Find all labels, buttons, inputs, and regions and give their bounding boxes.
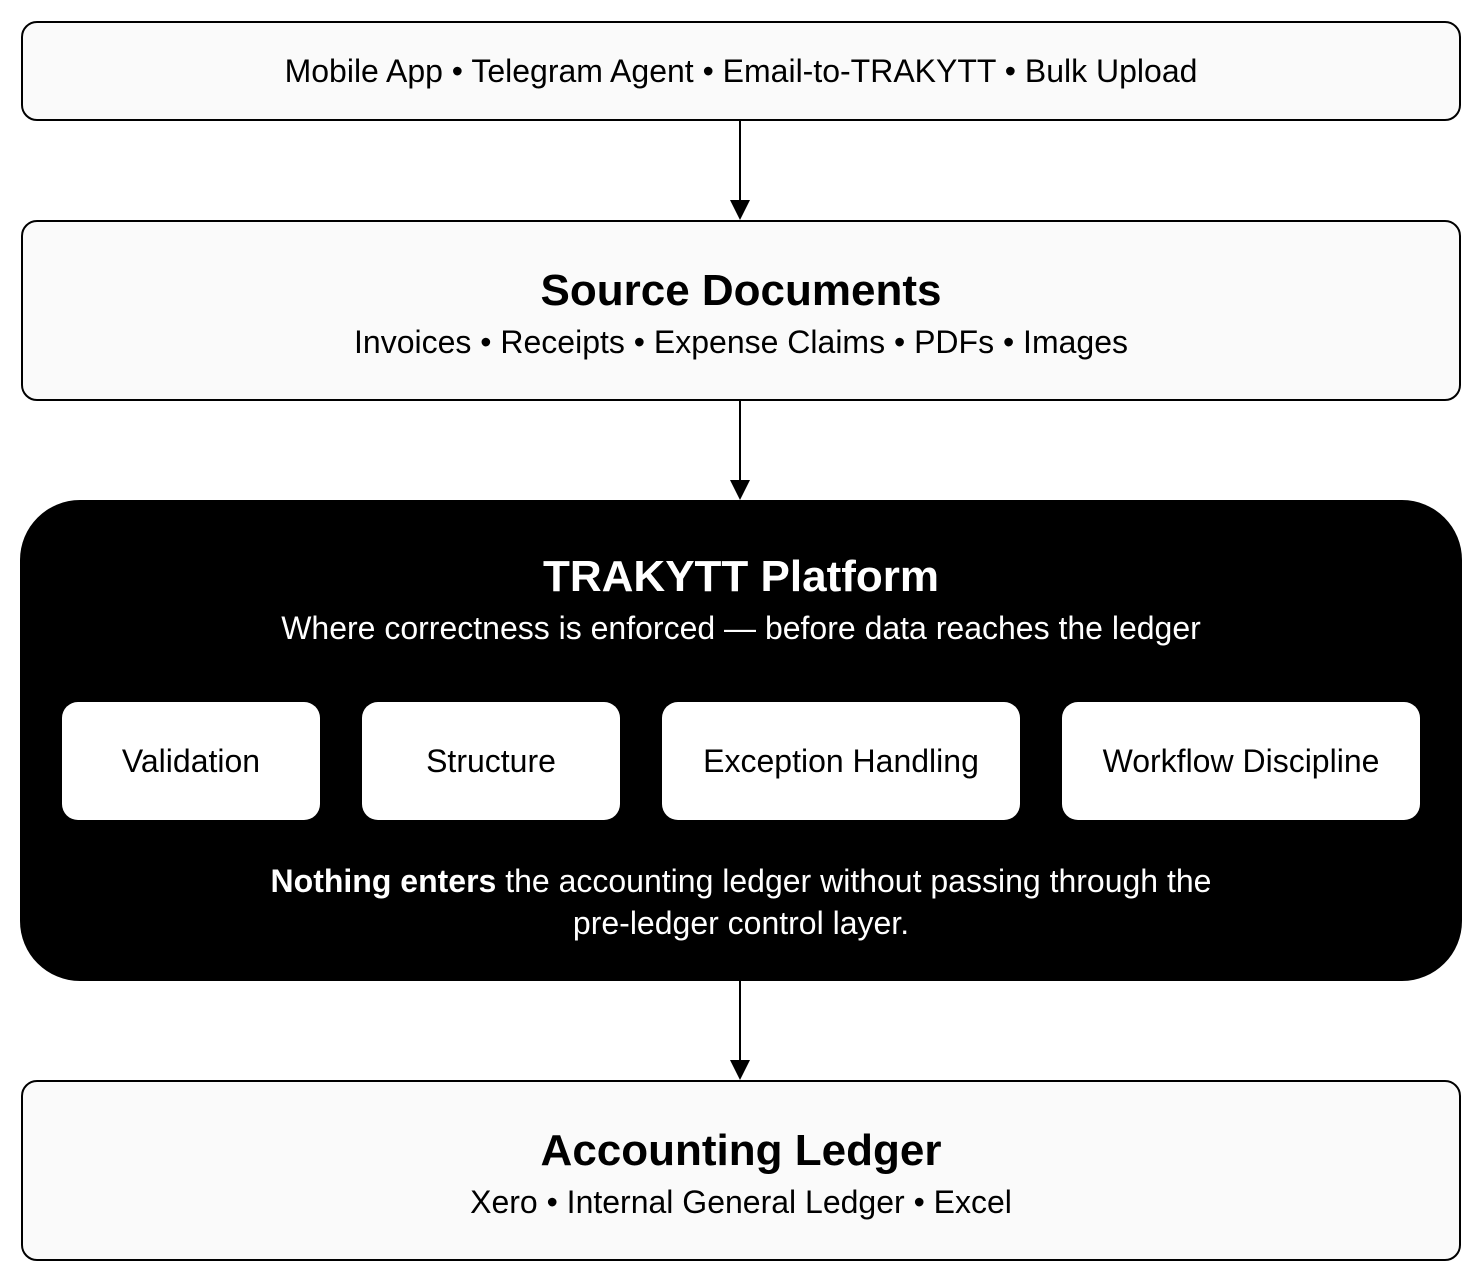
platform-subtitle: Where correctness is enforced — before d… — [281, 610, 1201, 646]
platform-footer: Nothing enters the accounting ledger wit… — [20, 860, 1462, 944]
chip-workflow-discipline: Workflow Discipline — [1062, 702, 1420, 820]
footer-bold: Nothing enters — [270, 863, 497, 899]
ledger-subtitle: Xero • Internal General Ledger • Excel — [470, 1184, 1012, 1220]
input-channels-box: Mobile App • Telegram Agent • Email-to-T… — [21, 21, 1461, 121]
footer-line2: pre-ledger control layer. — [572, 905, 910, 941]
platform-box: TRAKYTT Platform Where correctness is en… — [20, 500, 1462, 981]
source-documents-box: Source Documents Invoices • Receipts • E… — [21, 220, 1461, 401]
chip-structure: Structure — [362, 702, 620, 820]
ledger-title: Accounting Ledger — [540, 1126, 942, 1175]
chip-exception-handling: Exception Handling — [662, 702, 1020, 820]
accounting-ledger-box: Accounting Ledger Xero • Internal Genera… — [21, 1080, 1461, 1261]
source-subtitle: Invoices • Receipts • Expense Claims • P… — [354, 324, 1128, 360]
chip-validation: Validation — [62, 702, 320, 820]
platform-title: TRAKYTT Platform — [543, 552, 939, 601]
source-title: Source Documents — [540, 266, 942, 315]
footer-rest: the accounting ledger without passing th… — [496, 863, 1212, 899]
